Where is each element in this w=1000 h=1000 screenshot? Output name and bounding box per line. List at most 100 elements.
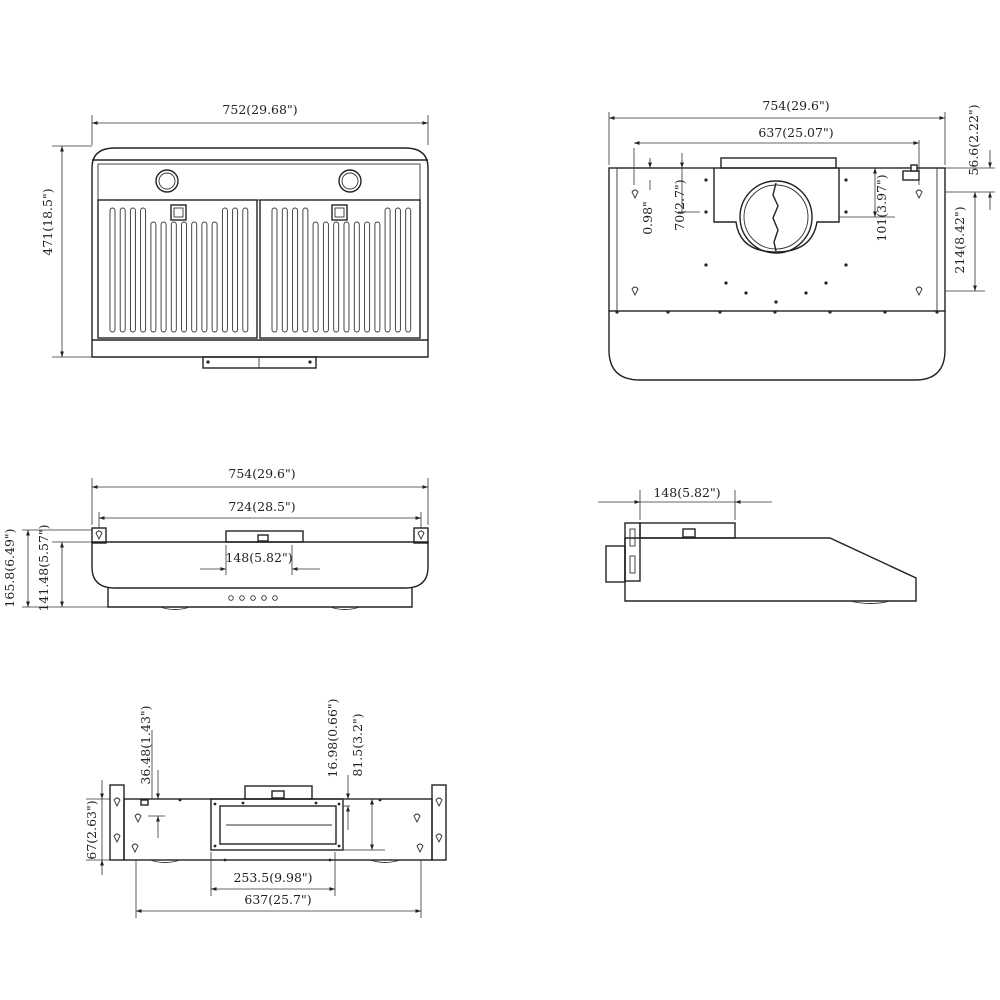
duct-collar-outer [739,180,813,254]
screw-hole [337,802,341,806]
filter-slot [353,221,360,333]
filter-slot [405,207,412,333]
bottom-duct-opening [219,805,337,845]
rear-bracket-right-hole-icon [417,530,425,541]
top-edge-offset-label: 56.6(2.22") [966,104,981,175]
rear-duct-width-label: 148(5.82") [225,550,292,565]
rear-bracket-left [91,527,107,544]
duct-collar-inner [743,184,809,250]
screw-hole [241,801,245,805]
top-view: 754(29.6") 637(25.07") 56.6(2.22") 214(8… [608,98,995,381]
top-body-panel [608,167,946,312]
light-1-icon [155,169,179,193]
filter-slot [221,207,228,333]
bottom-plate-height-label: 81.5(3.2") [350,713,365,776]
filter-slot [394,207,401,333]
screw-hole [724,281,728,285]
screw-hole [844,178,848,182]
filter-slot [322,221,329,333]
screw-hole [314,801,318,805]
rear-bracket-right [413,527,429,544]
screw-hole [704,263,708,267]
screw-hole [178,798,182,802]
filter-slot [140,207,147,333]
screw-hole [883,310,887,314]
control-buttons [228,595,278,601]
mount-hole-1-icon [631,189,639,200]
bottom-hole-offset-label: 36.48(1.43") [138,705,153,784]
front-height-label: 471(18.5") [40,188,55,255]
front-width-label: 752(29.68") [222,102,297,117]
filter-slot [211,221,218,333]
filter-slot [129,207,136,333]
damper-flap [772,182,779,252]
control-button [239,595,245,601]
top-duct-offset-label: 101(3.97") [874,174,889,241]
filter-slot [374,221,381,333]
bottom-hole-3-icon [435,797,443,808]
bottom-hole-4-icon [435,833,443,844]
filter-slot [302,207,309,333]
top-overall-width-label: 754(29.6") [762,98,829,113]
screw-hole [328,858,332,862]
screw-hole [718,310,722,314]
filter-slot [181,221,187,333]
filter-slot [312,221,319,333]
filter-slot [119,207,126,333]
screw-hole [844,210,848,214]
rear-body-height-label: 141.48(5.57") [36,524,51,611]
bottom-plate-width-label: 253.5(9.98") [233,870,312,885]
control-button [228,595,234,601]
filter-slot [343,221,350,333]
side-duct-stub [605,545,626,583]
rear-total-height-label: 165.8(6.49") [2,528,17,607]
bottom-hole-1-icon [113,797,121,808]
screw-hole [935,310,939,314]
bottom-body [123,798,433,861]
filter-slot [333,221,340,333]
screw-hole [223,858,227,862]
bottom-plate-top-label: 16.98(0.66") [325,698,340,777]
control-button [250,595,256,601]
filter-slot [271,207,278,333]
screw-hole [744,291,748,295]
side-hood-profile [624,537,917,602]
screw-hole [804,291,808,295]
screw-hole [213,802,217,806]
filter-slot [242,207,249,333]
bottom-bracket-height-label: 67(2.63") [84,800,99,859]
screw-hole [828,310,832,314]
control-button [272,595,278,601]
filter-slot [150,221,157,333]
filter-slot [201,221,208,333]
top-plate-offset-label: 70(2.7") [672,179,687,230]
filter-right [259,199,421,339]
control-button [261,595,267,601]
bottom-hole-8-icon [416,843,424,854]
filter-slot [384,207,391,333]
screw-hole [615,310,619,314]
filter-slot [364,221,371,333]
bottom-screw-holes [178,798,382,862]
screw-hole [774,300,778,304]
bottom-hole-7-icon [131,843,139,854]
filter-slot [232,207,239,333]
rear-inner-width-label: 724(28.5") [228,499,295,514]
filter-slot [191,221,198,333]
top-mounting-plate [713,168,840,253]
filter-slot [109,207,116,333]
mount-hole-3-icon [631,286,639,297]
screw-hole [666,310,670,314]
side-view: 148(5.82") [598,485,917,604]
top-bracket-span-label: 637(25.07") [758,125,833,140]
screw-hole [773,310,777,314]
filter-latch-left-icon [170,204,187,221]
front-view: 752(29.68") 471(18.5") [40,102,429,369]
top-flange-label: 0.98" [640,201,655,235]
rear-hood-outline [91,541,429,589]
mount-hole-2-icon [915,189,923,200]
bottom-view: 36.48(1.43") 16.98(0.66") 81.5(3.2") 67(… [84,698,447,918]
filter-slot [281,207,288,333]
side-bracket [624,522,641,582]
